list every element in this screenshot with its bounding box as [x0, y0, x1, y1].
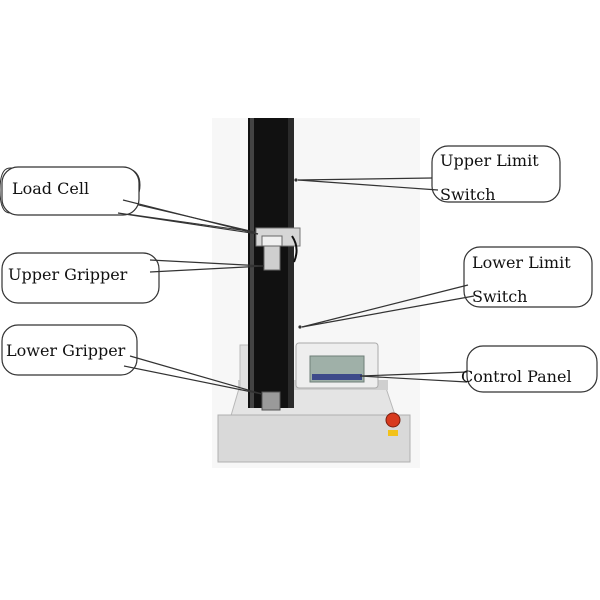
- label-upper-limit-switch-line1: Upper Limit: [440, 151, 539, 170]
- callout-pointer-upper-gripper: [149, 259, 265, 267]
- label-load-cell: Load Cell: [12, 179, 89, 198]
- column-side: [288, 118, 294, 408]
- callout-box-control-panel: [466, 345, 598, 393]
- callout-pointer-upper-limit-switch-2: [297, 179, 439, 191]
- callout-box-upper-limit-switch: [431, 145, 561, 203]
- callout-pointer-control-panel-2: [359, 375, 468, 383]
- load-cell-body: [261, 235, 283, 247]
- callout-pointer-lower-limit-switch-2: [301, 295, 475, 328]
- callout-pointer-upper-limit-switch: [297, 177, 433, 181]
- load-cell-cable: [291, 235, 298, 263]
- lower-limit-switch-dot: [298, 325, 302, 329]
- label-upper-gripper: Upper Gripper: [8, 265, 128, 284]
- callout-box-load-cell: [1, 166, 140, 216]
- callout-pointer-lower-limit-switch: [301, 284, 469, 328]
- callout-box-lower-gripper: [1, 324, 138, 376]
- emergency-stop-plate: [388, 430, 398, 436]
- lower-gripper-body: [261, 391, 281, 411]
- control-keypad: [312, 374, 362, 380]
- machine-base-front: [217, 414, 411, 463]
- callout-pointer-upper-gripper-2: [149, 265, 265, 273]
- label-lower-gripper: Lower Gripper: [6, 341, 126, 360]
- callout-pointer-load-cell-2: [117, 212, 259, 235]
- callout-pointer-load-cell: [122, 199, 259, 235]
- label-upper-limit-switch-line2: Switch: [440, 185, 495, 204]
- callout-pointer-lower-gripper: [129, 355, 263, 395]
- label-lower-limit-switch-line2: Switch: [472, 287, 527, 306]
- label-control-panel: Control Panel: [461, 367, 572, 386]
- callout-box-upper-gripper: [1, 252, 160, 304]
- callout-pointer-lower-gripper-2: [123, 365, 263, 395]
- emergency-stop-button: [385, 412, 401, 428]
- callout-box-lower-limit-switch: [463, 246, 593, 308]
- label-lower-limit-switch-line1: Lower Limit: [472, 253, 571, 272]
- upper-gripper-body: [263, 245, 281, 271]
- upper-limit-switch-dot: [294, 178, 298, 182]
- callout-pointer-control-panel: [359, 371, 468, 377]
- column-highlight: [250, 118, 254, 408]
